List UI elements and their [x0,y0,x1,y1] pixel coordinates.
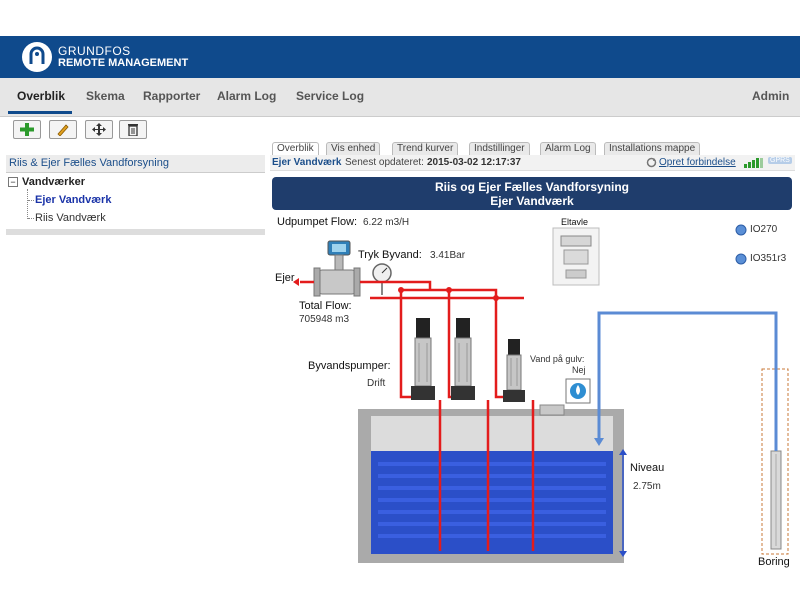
brand-name: GRUNDFOS [58,44,131,58]
tab-alarm-log[interactable]: Alarm Log [540,142,596,155]
nav-service-log[interactable]: Service Log [296,89,365,103]
level-indicator [619,449,627,557]
add-button[interactable] [13,120,41,139]
signal-strength-icon [744,158,763,168]
niveau-label: Niveau [630,462,665,474]
gprs-badge: GPRS [768,157,792,164]
nav-rapporter[interactable]: Rapporter [143,89,201,103]
tree-item-riis-vandvaerk[interactable]: Riis Vandværk [35,212,106,224]
flow-meter-icon [313,240,361,297]
tree-root-vandvaerker[interactable]: Vandværker [22,176,85,188]
nav-overblik[interactable]: Overblik [17,89,66,103]
outlet-pipes [300,280,535,551]
move-icon [92,123,106,136]
tryk-byvand-label: Tryk Byvand: [358,249,422,261]
niveau-value: 2.75m [633,481,661,492]
delete-button[interactable] [119,120,147,139]
tree-connector [28,218,34,219]
total-flow-value: 705948 m3 [299,314,350,325]
site-banner [272,177,792,210]
tab-trend-kurver[interactable]: Trend kurver [392,142,459,155]
tab-vis-enhed[interactable]: Vis enhed [326,142,381,155]
tree-collapse-toggle[interactable]: − [8,177,18,187]
main-nav-bar [0,78,800,117]
pumps-status-value: Drift [367,378,386,389]
edit-button[interactable] [49,120,77,139]
grundfos-logo-icon [22,42,52,72]
inlet-pipe [597,311,778,451]
left-panel-header [6,155,265,173]
boring-label: Boring [758,556,790,568]
tab-indstillinger[interactable]: Indstillinger [469,142,530,155]
udpumpet-flow-value: 6.22 m3/H [363,217,410,228]
trash-icon [128,124,138,136]
pressure-gauge-icon [372,263,392,295]
tree-connector [27,189,28,219]
edit-pencil-icon [57,124,69,136]
pump-3-icon [503,339,525,402]
nav-active-indicator [8,111,72,114]
site-tree [6,173,265,232]
floor-water-sensor-icon [565,378,591,404]
last-updated-label: Senest opdateret: [345,157,424,168]
top-header-bar [0,36,800,78]
connect-link[interactable]: Opret forbindelse [659,157,736,168]
io351-label[interactable]: IO351r3 [750,253,787,264]
refresh-icon [646,157,657,168]
station-name: Ejer Vandværk [272,157,342,168]
pump-1-icon [411,318,435,400]
tryk-byvand-value: 3.41Bar [430,250,466,261]
move-button[interactable] [85,120,113,139]
io270-label[interactable]: IO270 [750,224,778,235]
status-bar [270,155,795,171]
byvandspumper-label: Byvandspumper: [308,360,391,372]
nav-skema[interactable]: Skema [86,89,125,103]
ejer-outlet-label: Ejer [275,272,295,284]
pump-2-icon [451,318,475,400]
left-panel-title[interactable]: Riis & Ejer Fælles Vandforsyning [9,157,169,169]
udpumpet-flow-label: Udpumpet Flow: [277,216,358,228]
eltavle-label: Eltavle [561,217,589,227]
water-level-fill [371,451,613,554]
tab-overblik[interactable]: Overblik [272,142,319,155]
io351-status-icon [735,253,747,265]
reservoir-tank [358,404,624,563]
nav-admin[interactable]: Admin [752,89,790,103]
last-updated-time: 2015-03-02 12:17:37 [427,157,521,168]
add-icon [20,123,34,136]
tab-installations-mappe[interactable]: Installations mappe [604,142,701,155]
nav-alarm-log[interactable]: Alarm Log [217,89,277,103]
total-flow-label: Total Flow: [299,300,352,312]
banner-subtitle: Ejer Vandværk [490,194,574,208]
electric-meter-icon [552,227,600,286]
floor-water-label: Vand på gulv: [530,354,585,364]
brand-subtitle: REMOTE MANAGEMENT [58,57,189,69]
tree-item-ejer-vandvaerk[interactable]: Ejer Vandværk [35,194,112,206]
tree-connector [28,200,34,201]
left-panel-footer [6,229,265,235]
banner-title: Riis og Ejer Fælles Vandforsyning [434,180,630,194]
floor-water-value: Nej [572,365,586,375]
io270-status-icon [735,224,747,236]
